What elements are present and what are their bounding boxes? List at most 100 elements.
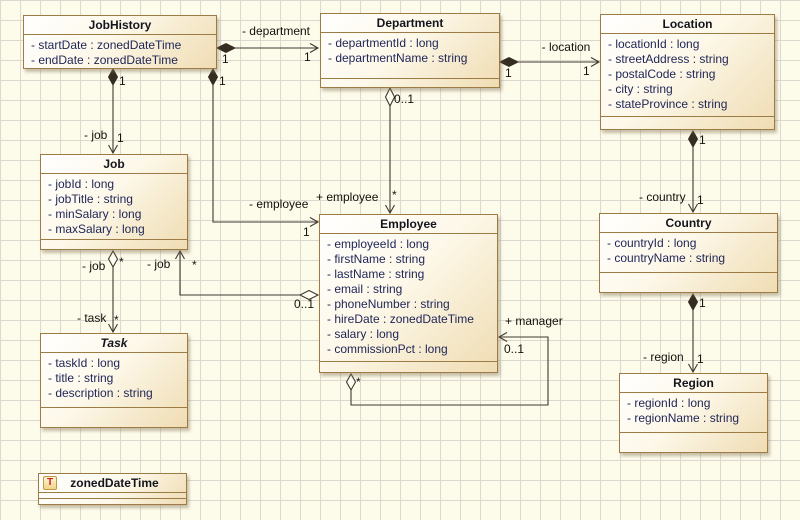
datatype-compartment [39, 498, 186, 504]
class-title[interactable]: Department [321, 14, 499, 33]
class-box-jobhistory[interactable]: JobHistory - startDate : zonedDateTime -… [23, 15, 217, 69]
attribute-row[interactable]: - description : string [48, 386, 153, 400]
multiplicity[interactable]: 1 [222, 52, 229, 66]
edge-department-location[interactable] [498, 56, 601, 68]
multiplicity[interactable]: * [356, 375, 361, 389]
edge-employee-job[interactable] [175, 249, 320, 301]
class-title[interactable]: JobHistory [24, 16, 216, 35]
edge-label-manager[interactable]: + manager [505, 314, 563, 328]
class-box-location[interactable]: Location - locationId : long - streetAdd… [600, 14, 775, 130]
attributes-compartment: - taskId : long - title : string - descr… [41, 353, 187, 407]
class-title[interactable]: Job [41, 155, 187, 174]
attribute-row[interactable]: - lastName : string [327, 267, 425, 281]
edge-country-region[interactable] [687, 292, 699, 374]
attribute-row[interactable]: - employeeId : long [327, 237, 430, 251]
multiplicity[interactable]: 1 [219, 74, 226, 88]
edge-department-employee[interactable] [384, 86, 396, 215]
edge-job-task[interactable] [107, 249, 119, 334]
multiplicity[interactable]: * [119, 255, 124, 269]
attribute-row[interactable]: - countryName : string [607, 251, 726, 265]
attribute-row[interactable]: - email : string [327, 282, 403, 296]
edge-label-employee-public[interactable]: + employee [316, 190, 379, 204]
class-box-department[interactable]: Department - departmentId : long - depar… [320, 13, 500, 88]
edge-employee-manager[interactable] [345, 332, 549, 406]
datatype-title-bar: T zonedDateTime [39, 474, 186, 493]
class-box-job[interactable]: Job - jobId : long - jobTitle : string -… [40, 154, 188, 250]
class-title[interactable]: Country [600, 214, 777, 233]
operations-compartment [620, 432, 767, 452]
multiplicity[interactable]: 1 [697, 352, 704, 366]
attribute-row[interactable]: - jobTitle : string [48, 192, 133, 206]
edge-jobhistory-department[interactable] [215, 42, 320, 54]
operations-compartment [41, 239, 187, 249]
multiplicity[interactable]: 1 [699, 296, 706, 310]
multiplicity[interactable]: 0..1 [294, 297, 315, 311]
multiplicity[interactable]: * [192, 258, 197, 272]
multiplicity[interactable]: * [114, 313, 119, 327]
class-title[interactable]: Region [620, 374, 767, 393]
attribute-row[interactable]: - locationId : long [608, 37, 700, 51]
attribute-row[interactable]: - endDate : zonedDateTime [31, 53, 178, 67]
operations-compartment [601, 116, 774, 129]
attribute-row[interactable]: - title : string [48, 371, 114, 385]
multiplicity[interactable]: 1 [697, 193, 704, 207]
edge-location-country[interactable] [687, 129, 699, 214]
attributes-compartment: - countryId : long - countryName : strin… [600, 233, 777, 272]
class-box-country[interactable]: Country - countryId : long - countryName… [599, 213, 778, 293]
multiplicity[interactable]: 1 [505, 66, 512, 80]
attribute-row[interactable]: - jobId : long [48, 177, 115, 191]
edge-label-task[interactable]: - task [77, 311, 107, 325]
datatype-box-zoneddatetime[interactable]: T zonedDateTime [38, 473, 187, 505]
edge-label-job-task-source[interactable]: - job [82, 259, 106, 273]
edge-label-job-2[interactable]: - job [147, 257, 171, 271]
edge-jobhistory-employee[interactable] [207, 67, 320, 227]
attribute-row[interactable]: - departmentName : string [328, 51, 468, 65]
edge-label-job[interactable]: - job [84, 128, 108, 142]
attribute-row[interactable]: - startDate : zonedDateTime [31, 38, 182, 52]
multiplicity[interactable]: 1 [583, 64, 590, 78]
edge-label-country[interactable]: - country [639, 190, 686, 204]
edge-label-employee[interactable]: - employee [249, 197, 309, 211]
edge-jobhistory-job[interactable] [107, 67, 119, 155]
attributes-compartment: - startDate : zonedDateTime - endDate : … [24, 35, 216, 68]
attribute-row[interactable]: - streetAddress : string [608, 52, 729, 66]
attribute-row[interactable]: - regionId : long [627, 396, 711, 410]
multiplicity[interactable]: 1 [699, 133, 706, 147]
multiplicity[interactable]: 1 [303, 225, 310, 239]
attribute-row[interactable]: - departmentId : long [328, 36, 439, 50]
attribute-row[interactable]: - postalCode : string [608, 67, 716, 81]
multiplicity[interactable]: 1 [119, 74, 126, 88]
attribute-row[interactable]: - maxSalary : long [48, 222, 145, 236]
class-box-task[interactable]: Task - taskId : long - title : string - … [40, 333, 188, 428]
attribute-row[interactable]: - hireDate : zonedDateTime [327, 312, 474, 326]
attribute-row[interactable]: - stateProvince : string [608, 97, 728, 111]
multiplicity[interactable]: * [392, 188, 397, 202]
attribute-row[interactable]: - firstName : string [327, 252, 426, 266]
attribute-row[interactable]: - taskId : long [48, 356, 121, 370]
multiplicity[interactable]: 0..1 [504, 342, 525, 356]
attribute-row[interactable]: - salary : long [327, 327, 400, 341]
edge-label-location[interactable]: - location [541, 40, 591, 54]
attribute-row[interactable]: - minSalary : long [48, 207, 142, 221]
attribute-row[interactable]: - phoneNumber : string [327, 297, 450, 311]
class-title[interactable]: Location [601, 15, 774, 34]
attribute-row[interactable]: - commissionPct : long [327, 342, 448, 356]
edge-label-department[interactable]: - department [241, 24, 311, 38]
edge-label-region[interactable]: - region [643, 350, 684, 364]
datatype-icon: T [43, 476, 57, 490]
class-title[interactable]: Employee [320, 215, 497, 234]
operations-compartment [321, 78, 499, 87]
datatype-name[interactable]: zonedDateTime [70, 476, 159, 490]
multiplicity[interactable]: 1 [304, 50, 311, 64]
multiplicity[interactable]: 1 [117, 131, 124, 145]
attribute-row[interactable]: - regionName : string [627, 411, 740, 425]
operations-compartment [41, 407, 187, 427]
multiplicity[interactable]: 0..1 [394, 92, 415, 106]
attribute-row[interactable]: - countryId : long [607, 236, 697, 250]
class-box-employee[interactable]: Employee - employeeId : long - firstName… [319, 214, 498, 373]
attribute-row[interactable]: - city : string [608, 82, 673, 96]
class-title[interactable]: Task [41, 334, 187, 353]
class-box-region[interactable]: Region - regionId : long - regionName : … [619, 373, 768, 453]
